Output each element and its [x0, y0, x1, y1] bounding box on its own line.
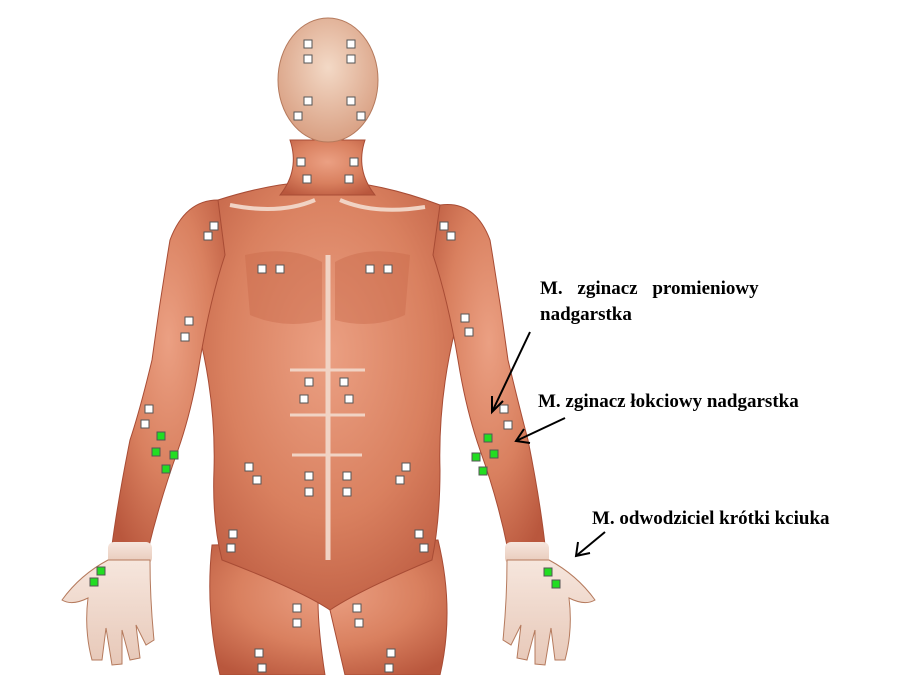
marker-active — [484, 434, 492, 442]
marker — [304, 97, 312, 105]
marker — [366, 265, 374, 273]
marker-active — [479, 467, 487, 475]
marker — [355, 619, 363, 627]
label-fcr-line1: M. zginacz promieniowy — [540, 276, 840, 302]
marker-active — [152, 448, 160, 456]
marker — [345, 395, 353, 403]
marker — [350, 158, 358, 166]
marker — [294, 112, 302, 120]
marker — [305, 378, 313, 386]
marker — [357, 112, 365, 120]
marker — [245, 463, 253, 471]
marker — [465, 328, 473, 336]
marker-active — [170, 451, 178, 459]
marker — [258, 664, 266, 672]
marker — [387, 649, 395, 657]
marker-active — [544, 568, 552, 576]
marker — [440, 222, 448, 230]
marker-active — [552, 580, 560, 588]
label-flexor-carpi-radialis: M. zginacz promieniowy nadgarstka — [540, 276, 840, 327]
marker — [504, 421, 512, 429]
marker — [293, 604, 301, 612]
marker — [415, 530, 423, 538]
marker — [447, 232, 455, 240]
marker — [141, 420, 149, 428]
arrow-apb — [576, 532, 605, 556]
marker — [300, 395, 308, 403]
marker — [204, 232, 212, 240]
marker — [343, 472, 351, 480]
marker — [340, 378, 348, 386]
marker — [304, 55, 312, 63]
label-fcr-line2: nadgarstka — [540, 302, 840, 328]
marker-active — [472, 453, 480, 461]
marker — [385, 664, 393, 672]
marker — [303, 175, 311, 183]
marker — [500, 405, 508, 413]
marker — [384, 265, 392, 273]
marker — [305, 488, 313, 496]
marker-active — [97, 567, 105, 575]
marker — [145, 405, 153, 413]
marker — [258, 265, 266, 273]
marker-active — [157, 432, 165, 440]
marker — [185, 317, 193, 325]
marker — [343, 488, 351, 496]
marker — [402, 463, 410, 471]
marker — [347, 40, 355, 48]
marker — [253, 476, 261, 484]
marker-active — [490, 450, 498, 458]
marker — [276, 265, 284, 273]
marker-active — [90, 578, 98, 586]
marker — [347, 55, 355, 63]
marker — [461, 314, 469, 322]
marker — [396, 476, 404, 484]
marker — [181, 333, 189, 341]
marker — [345, 175, 353, 183]
marker — [255, 649, 263, 657]
marker — [347, 97, 355, 105]
marker — [210, 222, 218, 230]
label-abductor-pollicis-brevis: M. odwodziciel krótki kciuka — [592, 506, 830, 532]
marker — [293, 619, 301, 627]
marker-active — [162, 465, 170, 473]
body-silhouette — [62, 18, 595, 675]
marker — [305, 472, 313, 480]
marker — [229, 530, 237, 538]
marker — [227, 544, 235, 552]
marker — [304, 40, 312, 48]
label-flexor-carpi-ulnaris: M. zginacz łokciowy nadgarstka — [538, 389, 799, 415]
marker — [297, 158, 305, 166]
marker — [353, 604, 361, 612]
marker — [420, 544, 428, 552]
